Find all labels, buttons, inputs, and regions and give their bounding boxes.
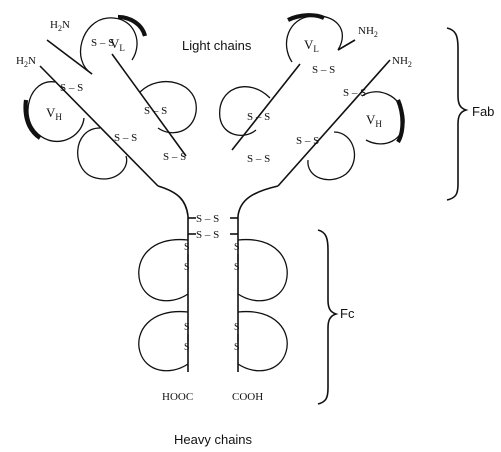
left-hinge — [157, 185, 189, 217]
right-vh-hypervariable — [396, 99, 405, 144]
h2n-left-top: H2N — [50, 19, 70, 33]
nh2-right-top: NH2 — [358, 25, 378, 39]
left-ch3-domain — [138, 310, 189, 372]
ss-left-ch3-bottom: S — [184, 342, 190, 353]
ss-left-cl: S – S — [144, 105, 167, 117]
ss-left-ch2-top: S — [184, 242, 190, 253]
ss-right-vh: S – S — [343, 87, 366, 99]
right-hinge — [237, 185, 279, 217]
ss-hinge-1: S – S — [196, 213, 219, 225]
nh2-right-bottom: NH2 — [392, 55, 412, 69]
ss-right-vl: S – S — [312, 64, 335, 76]
left-heavy-chain — [39, 65, 159, 187]
right-ch1-domain — [307, 131, 356, 181]
left-ch1-domain — [77, 127, 128, 180]
ss-left-ch3-top: S — [184, 322, 190, 333]
ss-left-ch1: S – S — [114, 132, 137, 144]
ss-left-vl: S – S — [91, 37, 114, 49]
vh-right-label: VH — [366, 112, 382, 129]
ss-right-ch3-top: S — [234, 322, 240, 333]
left-cl-domain — [139, 81, 197, 134]
vh-left-label: VH — [46, 105, 62, 122]
ss-right-interchain: S – S — [247, 153, 270, 165]
fab-brace — [446, 27, 469, 201]
cooh-label: COOH — [232, 391, 263, 403]
ss-right-ch3-bottom: S — [234, 342, 240, 353]
left-vl-domain — [79, 17, 138, 75]
left-vl-hypervariable — [117, 14, 148, 37]
fab-label: Fab — [472, 104, 494, 119]
vl-left-label: VL — [110, 36, 125, 53]
right-vl-hypervariable — [287, 13, 325, 22]
right-ch3-domain — [237, 310, 288, 372]
right-ch2-domain — [237, 238, 288, 302]
left-light-chain-segment — [46, 39, 93, 75]
heavy-chains-label: Heavy chains — [174, 432, 253, 447]
ss-right-ch1: S – S — [296, 135, 319, 147]
fc-brace — [317, 229, 339, 405]
ss-left-vh: S – S — [60, 82, 83, 94]
ss-right-ch2-top: S — [234, 242, 240, 253]
hooc-label: HOOC — [162, 391, 193, 403]
ss-right-ch2-bottom: S — [234, 262, 240, 273]
fc-label: Fc — [340, 306, 355, 321]
light-chains-label: Light chains — [182, 38, 252, 53]
right-cl-domain — [219, 86, 271, 136]
right-vl-domain — [285, 15, 343, 63]
ss-hinge-2: S – S — [196, 229, 219, 241]
right-light-chain — [231, 63, 301, 151]
vl-right-label: VL — [304, 37, 319, 54]
left-vh-hypervariable — [23, 99, 42, 140]
right-heavy-chain — [277, 59, 391, 187]
ss-left-ch2-bottom: S — [184, 262, 190, 273]
left-ch2-domain — [138, 238, 189, 302]
right-light-chain-segment — [337, 39, 356, 51]
ss-left-interchain: S – S — [163, 151, 186, 163]
left-light-chain — [111, 53, 187, 157]
h2n-left-bottom: H2N — [16, 55, 36, 69]
ss-right-cl: S – S — [247, 111, 270, 123]
